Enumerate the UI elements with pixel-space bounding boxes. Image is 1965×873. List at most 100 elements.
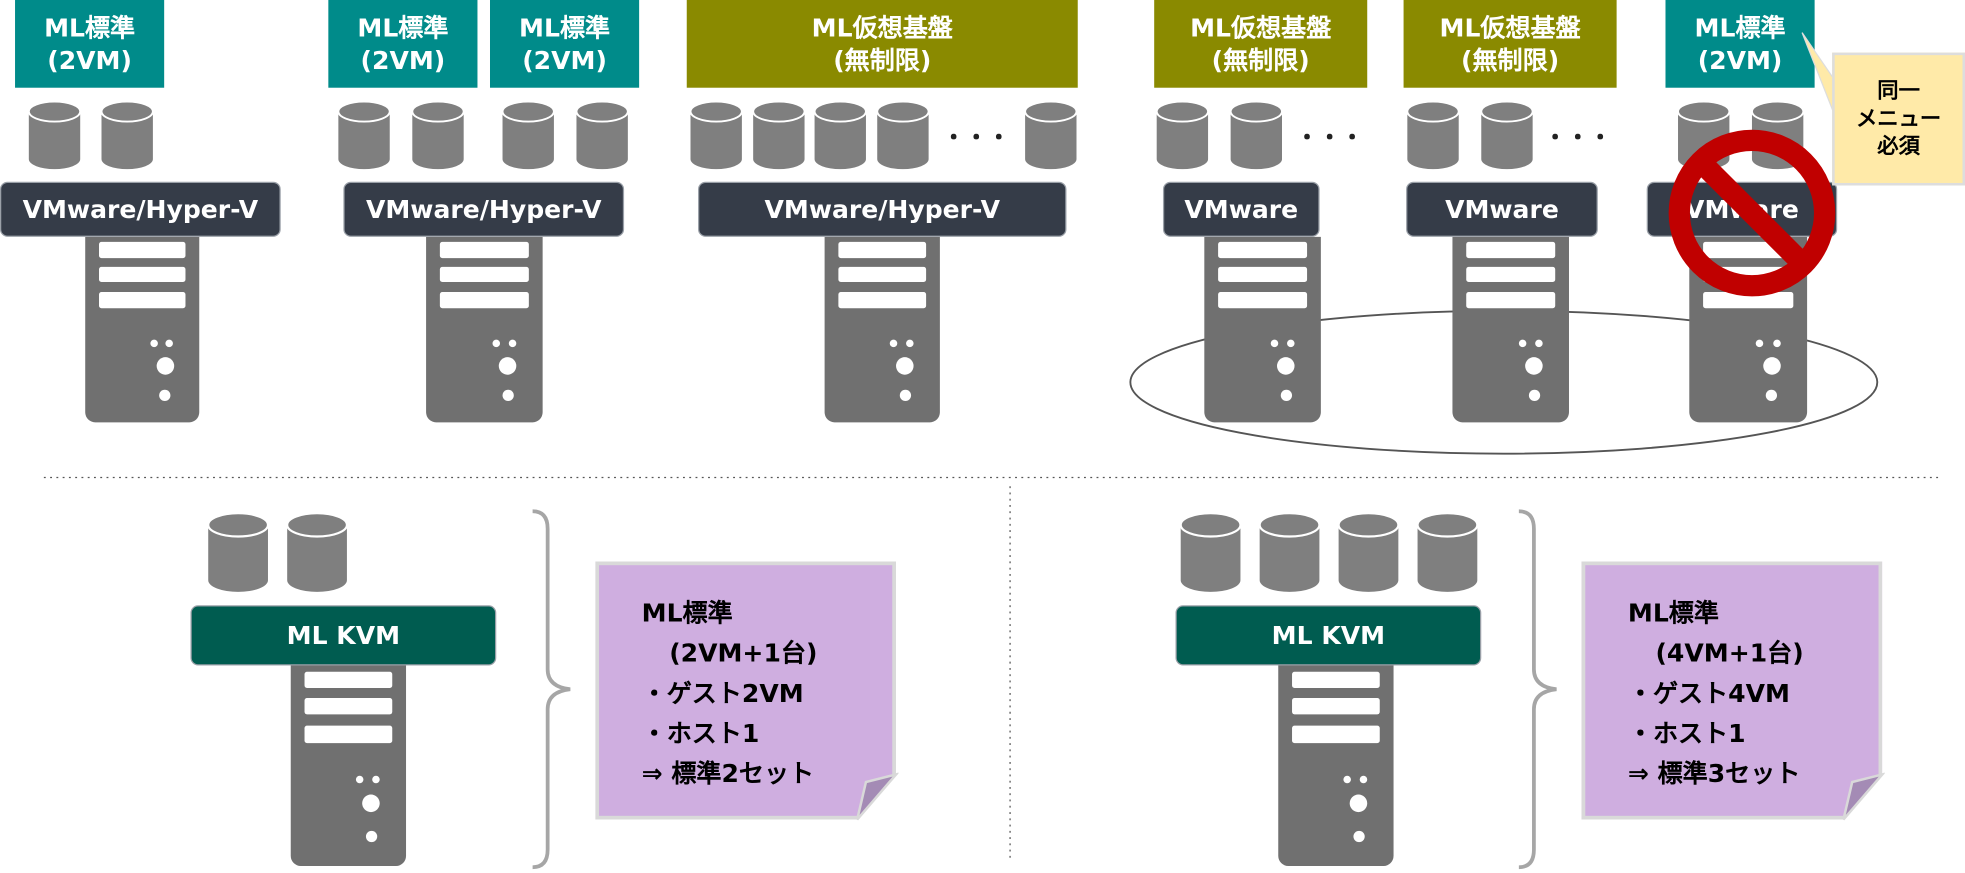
drive-slot — [1292, 697, 1380, 715]
server-icon — [85, 236, 200, 423]
database-icon — [575, 100, 629, 171]
indicator-light — [156, 356, 174, 375]
note-line: (2VM+1台) — [669, 637, 818, 668]
note-line: (4VM+1台) — [1655, 637, 1804, 668]
database-icon — [689, 100, 743, 171]
folded-corner-icon — [1840, 772, 1886, 822]
indicator-light — [362, 795, 381, 813]
indicator-light — [1359, 775, 1368, 784]
prohibited-icon — [1667, 128, 1837, 298]
note-line: ⇒ 標準2セット — [641, 758, 815, 789]
indicator-light — [1280, 389, 1292, 401]
indicator-light — [1525, 356, 1543, 375]
license-label: ML標準(2VM) — [15, 0, 165, 88]
indicator-light — [1350, 795, 1368, 813]
database-icon — [1258, 511, 1321, 595]
license-scope: (無制限) — [1211, 45, 1310, 76]
indicator-light — [1772, 339, 1781, 348]
drive-slot — [838, 266, 927, 283]
license-label: ML仮想基盤(無制限) — [686, 0, 1078, 88]
ellipsis: ・・・ — [1295, 125, 1364, 152]
indicator-light — [1766, 389, 1778, 401]
license-label: ML仮想基盤(無制限) — [1403, 0, 1617, 88]
indicator-light — [1518, 339, 1527, 348]
callout-text: メニュー — [1855, 106, 1942, 132]
note-line: ・ゲスト2VM — [641, 677, 804, 709]
license-scope: (無制限) — [833, 45, 932, 76]
indicator-light — [1353, 830, 1365, 842]
drive-slot — [98, 292, 186, 309]
callout-text: 必須 — [1877, 134, 1920, 160]
drive-slot — [304, 671, 393, 689]
platform-label: VMware/Hyper-V — [343, 181, 625, 237]
license-name: ML仮想基盤 — [1190, 12, 1332, 43]
brace-left — [532, 509, 571, 870]
license-note: ML標準(2VM+1台)・ゲスト2VM・ホスト1⇒ 標準2セット — [595, 561, 897, 820]
drive-slot — [1703, 292, 1793, 309]
license-note: ML標準(4VM+1台)・ゲスト4VM・ホスト1⇒ 標準3セット — [1581, 561, 1883, 820]
platform-label: ML KVM — [1175, 605, 1482, 666]
indicator-light — [1756, 339, 1764, 348]
platform-label: ML KVM — [190, 605, 497, 666]
license-label: ML標準(2VM) — [328, 0, 478, 88]
server-icon — [426, 236, 543, 423]
database-icon — [1416, 511, 1479, 595]
note-line: ⇒ 標準3セット — [1627, 758, 1801, 789]
drive-slot — [1292, 671, 1380, 689]
database-icon — [337, 100, 391, 171]
drive-slot — [440, 266, 529, 283]
drive-slot — [440, 292, 529, 309]
indicator-light — [1270, 339, 1278, 348]
drive-slot — [98, 266, 186, 283]
database-icon — [207, 511, 270, 595]
database-icon — [1406, 100, 1460, 171]
drive-slot — [304, 725, 393, 743]
license-scope: (無制限) — [1461, 45, 1560, 76]
indicator-light — [149, 339, 158, 348]
license-name: ML仮想基盤 — [1439, 12, 1581, 43]
license-name: ML標準 — [519, 12, 611, 43]
license-name: ML標準 — [1694, 12, 1786, 43]
ellipsis: ・・・ — [942, 125, 1011, 152]
license-name: ML標準 — [44, 12, 136, 43]
indicator-light — [372, 775, 380, 784]
indicator-light — [365, 830, 378, 842]
indicator-light — [899, 389, 911, 401]
indicator-light — [889, 339, 898, 348]
drive-slot — [1292, 725, 1380, 743]
note-line: ・ホスト1 — [1627, 718, 1746, 749]
license-scope: (2VM) — [1697, 45, 1783, 76]
drive-slot — [1466, 292, 1555, 309]
callout-text: 同一 — [1877, 78, 1920, 105]
indicator-light — [906, 339, 914, 348]
license-name: ML標準 — [357, 12, 449, 43]
database-icon — [1337, 511, 1400, 595]
callout-note: 同一メニュー必須 — [1832, 52, 1965, 186]
database-icon — [813, 100, 867, 171]
database-icon — [1179, 511, 1242, 595]
indicator-light — [508, 339, 517, 348]
server-icon — [290, 665, 407, 866]
server-icon — [1452, 236, 1569, 423]
indicator-light — [896, 356, 915, 375]
license-label: ML標準(2VM) — [489, 0, 640, 88]
indicator-light — [165, 339, 174, 348]
indicator-light — [1762, 356, 1781, 375]
drive-slot — [1466, 242, 1555, 259]
license-scope: (2VM) — [360, 45, 446, 76]
drive-slot — [98, 242, 186, 259]
note-line: ・ホスト1 — [641, 718, 760, 749]
server-icon — [824, 236, 940, 423]
database-icon — [1229, 100, 1283, 171]
database-icon — [1480, 100, 1534, 171]
drive-slot — [838, 242, 927, 259]
platform-label: VMware — [1406, 181, 1598, 237]
database-icon — [501, 100, 555, 171]
database-icon — [27, 100, 82, 171]
drive-slot — [440, 242, 529, 259]
database-icon — [100, 100, 154, 171]
database-icon — [411, 100, 465, 171]
license-label: ML仮想基盤(無制限) — [1154, 0, 1368, 88]
database-icon — [1155, 100, 1210, 171]
